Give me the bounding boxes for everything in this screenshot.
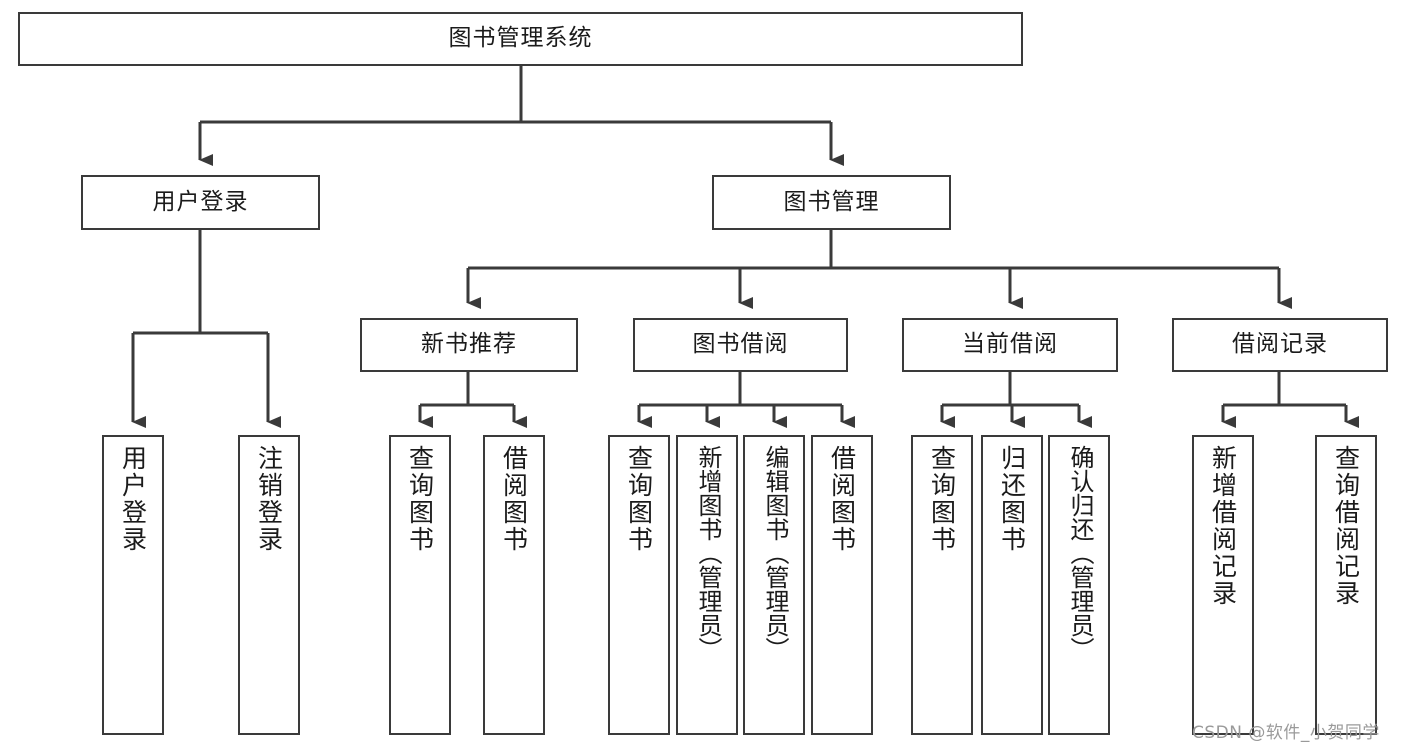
leaf-query-book-2[interactable]: 查询图书 [608, 435, 670, 735]
node-user-login[interactable]: 用户登录 [81, 175, 320, 230]
node-book-borrow-label: 图书借阅 [692, 331, 789, 358]
leaf-confirm-return-label: 确认归还（管理员） [1065, 445, 1094, 661]
node-user-login-label: 用户登录 [152, 188, 249, 215]
leaf-add-record-label: 新增借阅记录 [1208, 445, 1238, 607]
leaf-return-book-label: 归还图书 [997, 445, 1027, 553]
leaf-query-book-3[interactable]: 查询图书 [911, 435, 973, 735]
leaf-query-record[interactable]: 查询借阅记录 [1315, 435, 1377, 735]
watermark: CSDN @软件_小贺同学 [1192, 718, 1380, 743]
leaf-logout-login[interactable]: 注销登录 [238, 435, 300, 735]
node-book-borrow[interactable]: 图书借阅 [633, 318, 848, 372]
leaf-borrow-book-1[interactable]: 借阅图书 [483, 435, 545, 735]
leaf-edit-book[interactable]: 编辑图书（管理员） [743, 435, 805, 735]
leaf-add-book-label: 新增图书（管理员） [693, 445, 722, 661]
leaf-query-record-label: 查询借阅记录 [1331, 445, 1361, 607]
node-new-book-recommend-label: 新书推荐 [421, 331, 517, 358]
node-borrow-record[interactable]: 借阅记录 [1172, 318, 1388, 372]
node-borrow-record-label: 借阅记录 [1232, 331, 1328, 358]
leaf-user-login[interactable]: 用户登录 [102, 435, 164, 735]
node-book-manage[interactable]: 图书管理 [712, 175, 951, 230]
watermark-text: CSDN @软件_小贺同学 [1192, 723, 1380, 743]
leaf-edit-book-label: 编辑图书（管理员） [760, 445, 789, 661]
leaf-confirm-return[interactable]: 确认归还（管理员） [1048, 435, 1110, 735]
leaf-query-book-3-label: 查询图书 [927, 445, 957, 553]
node-root-label: 图书管理系统 [448, 25, 593, 52]
leaf-add-book[interactable]: 新增图书（管理员） [676, 435, 738, 735]
leaf-logout-login-label: 注销登录 [254, 445, 284, 553]
leaf-add-record[interactable]: 新增借阅记录 [1192, 435, 1254, 735]
leaf-return-book[interactable]: 归还图书 [981, 435, 1043, 735]
node-root[interactable]: 图书管理系统 [18, 12, 1023, 66]
leaf-query-book-2-label: 查询图书 [624, 445, 654, 553]
leaf-borrow-book-2-label: 借阅图书 [827, 445, 857, 553]
node-current-borrow-label: 当前借阅 [962, 331, 1058, 358]
node-current-borrow[interactable]: 当前借阅 [902, 318, 1118, 372]
leaf-query-book-1[interactable]: 查询图书 [389, 435, 451, 735]
node-new-book-recommend[interactable]: 新书推荐 [360, 318, 578, 372]
leaf-borrow-book-2[interactable]: 借阅图书 [811, 435, 873, 735]
leaf-user-login-label: 用户登录 [118, 445, 148, 553]
node-book-manage-label: 图书管理 [783, 188, 880, 215]
leaf-borrow-book-1-label: 借阅图书 [499, 445, 529, 553]
leaf-query-book-1-label: 查询图书 [405, 445, 435, 553]
